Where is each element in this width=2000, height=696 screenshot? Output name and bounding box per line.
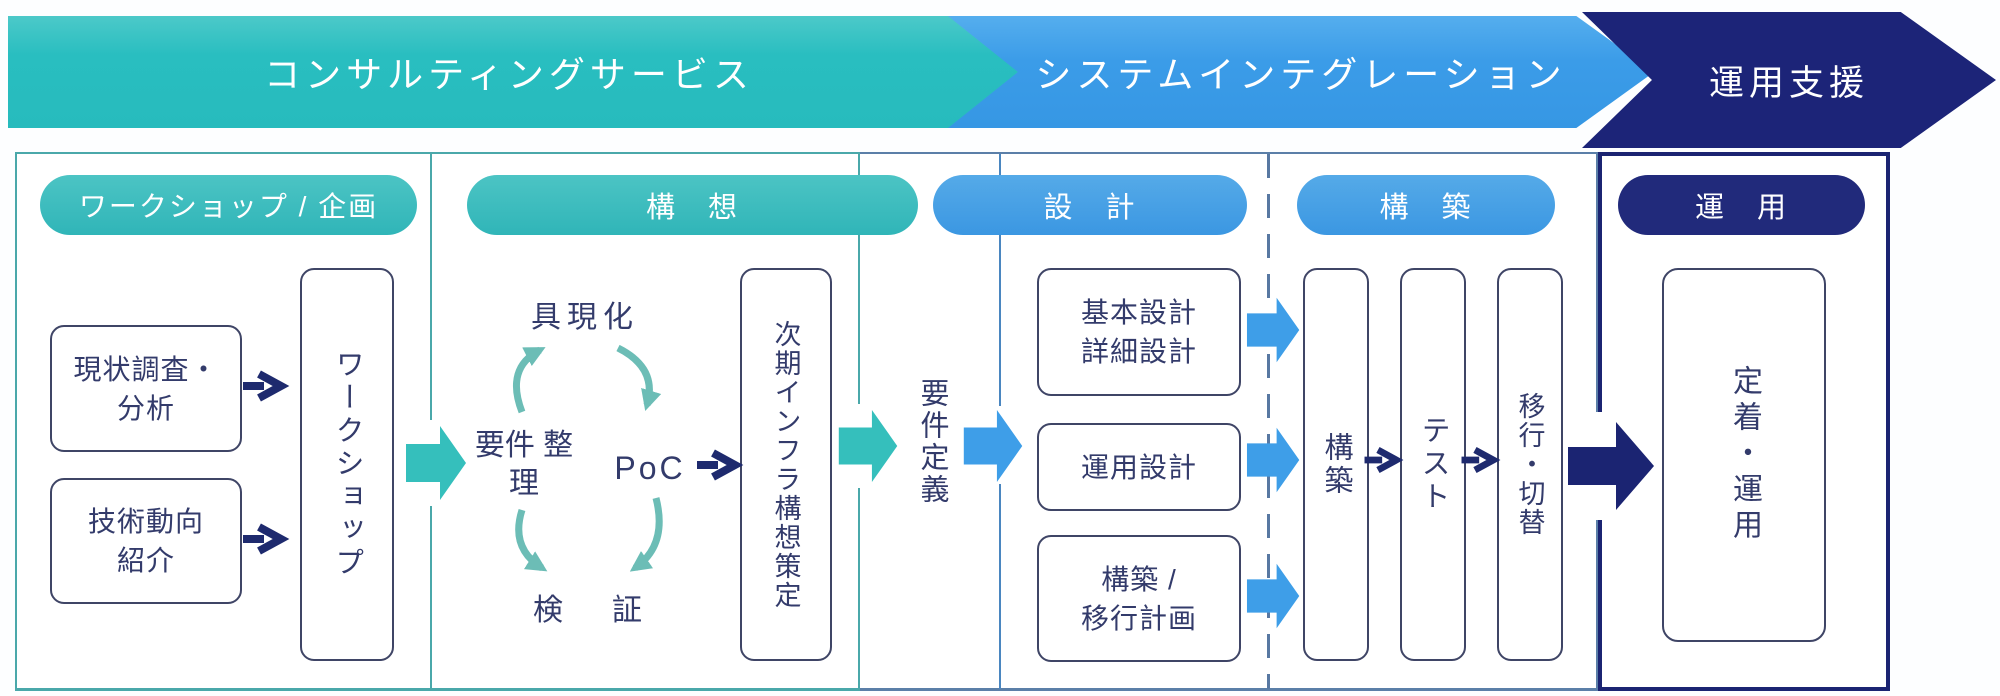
box-build-migration-plan: 構築 / 移行計画 bbox=[1037, 535, 1241, 662]
box-tech-trend: 技術動向 紹介 bbox=[50, 478, 242, 604]
box-next-infra-plan-label: 次期インフラ構想策定 bbox=[770, 319, 801, 610]
box-tech-trend-line1: 技術動向 bbox=[87, 506, 204, 537]
banner-integration-label: システムインテグレーション bbox=[1035, 54, 1567, 95]
cycle-requirements-label: 要件 整理 bbox=[464, 427, 584, 503]
box-operation-design: 運用設計 bbox=[1037, 423, 1241, 511]
pill-operation-label: 運 用 bbox=[1694, 192, 1788, 224]
cycle-requirements-line2: 整理 bbox=[509, 429, 574, 500]
pill-concept-label: 構 想 bbox=[645, 192, 739, 224]
pill-workshop-planning: ワークショップ / 企画 bbox=[40, 175, 417, 235]
arrow-concept-to-design-icon bbox=[838, 408, 900, 484]
box-basic-design-line1: 基本設計 bbox=[1080, 297, 1197, 328]
pill-build: 構 築 bbox=[1297, 175, 1555, 235]
box-tech-trend-line2: 紹介 bbox=[116, 545, 175, 576]
arrow-tech-to-workshop-icon bbox=[240, 523, 290, 555]
banner-operation-support: 運用支援 bbox=[1582, 12, 1996, 148]
arrow-basic-design-to-build-icon bbox=[1245, 296, 1303, 364]
divider-design-build-dashed bbox=[1267, 154, 1270, 689]
arrow-migration-plan-to-build-icon bbox=[1245, 562, 1303, 630]
box-test-label: テスト bbox=[1417, 415, 1449, 514]
box-current-survey-line2: 分析 bbox=[116, 392, 175, 424]
pill-concept: 構 想 bbox=[467, 175, 918, 235]
pill-design-label: 設 計 bbox=[1043, 192, 1137, 224]
box-build-migration-plan-line1: 構築 / bbox=[1101, 563, 1177, 595]
box-operation-design-label: 運用設計 bbox=[1080, 451, 1197, 483]
box-build-migration-plan-line2: 移行計画 bbox=[1080, 602, 1197, 634]
arrow-build-to-test-icon bbox=[1362, 445, 1404, 475]
arrow-workshop-to-concept-icon bbox=[406, 424, 468, 502]
arrow-operation-design-to-build-icon bbox=[1245, 426, 1303, 494]
banner-consulting-service: コンサルティングサービス bbox=[8, 16, 1100, 128]
box-current-survey-line1: 現状調査・ bbox=[73, 353, 219, 385]
divider-design-bottom bbox=[999, 484, 1001, 689]
box-current-survey: 現状調査・ 分析 bbox=[50, 325, 242, 452]
box-test: テスト bbox=[1400, 268, 1466, 661]
banner-operation-label: 運用支援 bbox=[1708, 63, 1869, 103]
cycle-verify-left-label: 検 bbox=[533, 594, 563, 627]
box-next-infra-plan: 次期インフラ構想策定 bbox=[740, 268, 832, 661]
requirements-definition-text: 要件定義 bbox=[916, 378, 948, 506]
banner-consulting-label: コンサルティングサービス bbox=[264, 54, 754, 95]
arrow-build-to-operation-icon bbox=[1568, 420, 1656, 512]
pill-build-label: 構 築 bbox=[1379, 192, 1473, 224]
box-settle-operate: 定着・運用 bbox=[1662, 268, 1826, 642]
box-migration-switch: 移行・切替 bbox=[1497, 268, 1563, 661]
box-build-label: 構築 bbox=[1320, 431, 1352, 498]
requirements-definition-label: 要件定義 bbox=[911, 378, 953, 528]
concept-cycle-arrows-icon bbox=[460, 270, 700, 640]
pill-operation: 運 用 bbox=[1618, 175, 1865, 235]
banner-system-integration: システムインテグレーション bbox=[948, 16, 1654, 128]
cycle-verify-right-label: 証 bbox=[612, 594, 642, 627]
cycle-poc-label: PoC bbox=[614, 450, 686, 486]
arrow-survey-to-workshop-icon bbox=[240, 370, 290, 402]
divider-design-top bbox=[999, 154, 1001, 406]
box-workshop-label: ワークショップ bbox=[331, 349, 363, 580]
cycle-requirements-line1: 要件 bbox=[474, 429, 535, 462]
box-basic-detail-design: 基本設計 詳細設計 bbox=[1037, 268, 1241, 396]
cycle-materialize-label: 具現化 bbox=[531, 301, 639, 334]
box-migration-switch-label: 移行・切替 bbox=[1514, 392, 1545, 537]
pill-design: 設 計 bbox=[933, 175, 1247, 235]
box-basic-design-line2: 詳細設計 bbox=[1080, 336, 1197, 367]
box-workshop: ワークショップ bbox=[300, 268, 394, 661]
box-build: 構築 bbox=[1303, 268, 1369, 661]
arrow-requirements-to-design-icon bbox=[963, 408, 1025, 484]
arrow-test-to-migration-icon bbox=[1459, 445, 1501, 475]
pill-workshop-planning-label: ワークショップ / 企画 bbox=[78, 191, 379, 222]
box-settle-operate-label: 定着・運用 bbox=[1728, 365, 1761, 545]
arrow-poc-to-outcome-icon bbox=[694, 449, 744, 481]
